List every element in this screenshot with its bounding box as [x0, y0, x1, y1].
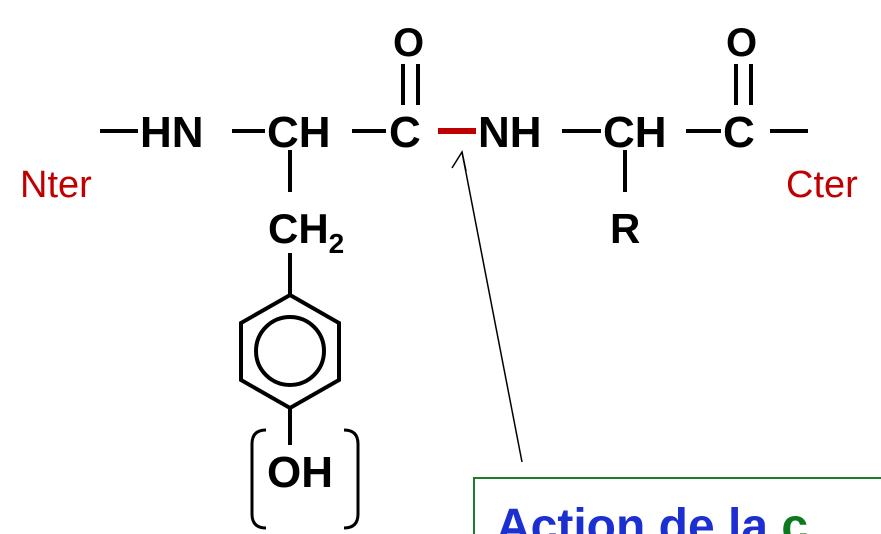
- arrow-shaft: [461, 151, 523, 463]
- callout-text-green: c: [781, 500, 808, 534]
- atom-hn: HN: [140, 108, 204, 157]
- atom-ch2-main: CH: [268, 205, 329, 252]
- benzene-ring: [239, 292, 341, 411]
- atom-c-1: C: [389, 108, 421, 157]
- benzene-ring-aromatic-circle: [254, 315, 326, 387]
- atom-o-2: O: [726, 21, 757, 65]
- arrow-head: [451, 150, 467, 172]
- callout-text-blue: Action de la: [496, 500, 781, 534]
- oh-right-bracket: [343, 428, 360, 530]
- atom-oh: OH: [267, 448, 333, 497]
- n-terminal-label: Nter: [20, 164, 92, 206]
- atom-ch-1: CH: [267, 108, 331, 157]
- atom-ch-2: CH: [603, 108, 667, 157]
- atom-ch2: CH2: [268, 205, 344, 259]
- atom-r: R: [610, 205, 640, 252]
- callout-box: [473, 477, 881, 534]
- callout-text: Action de la c: [496, 500, 808, 534]
- atom-c-2: C: [723, 108, 755, 157]
- c-terminal-label: Cter: [786, 164, 858, 206]
- oh-left-bracket: [250, 428, 267, 530]
- atom-o-1: O: [393, 21, 424, 65]
- atom-nh: NH: [478, 108, 542, 157]
- atom-ch2-subscript: 2: [329, 228, 345, 259]
